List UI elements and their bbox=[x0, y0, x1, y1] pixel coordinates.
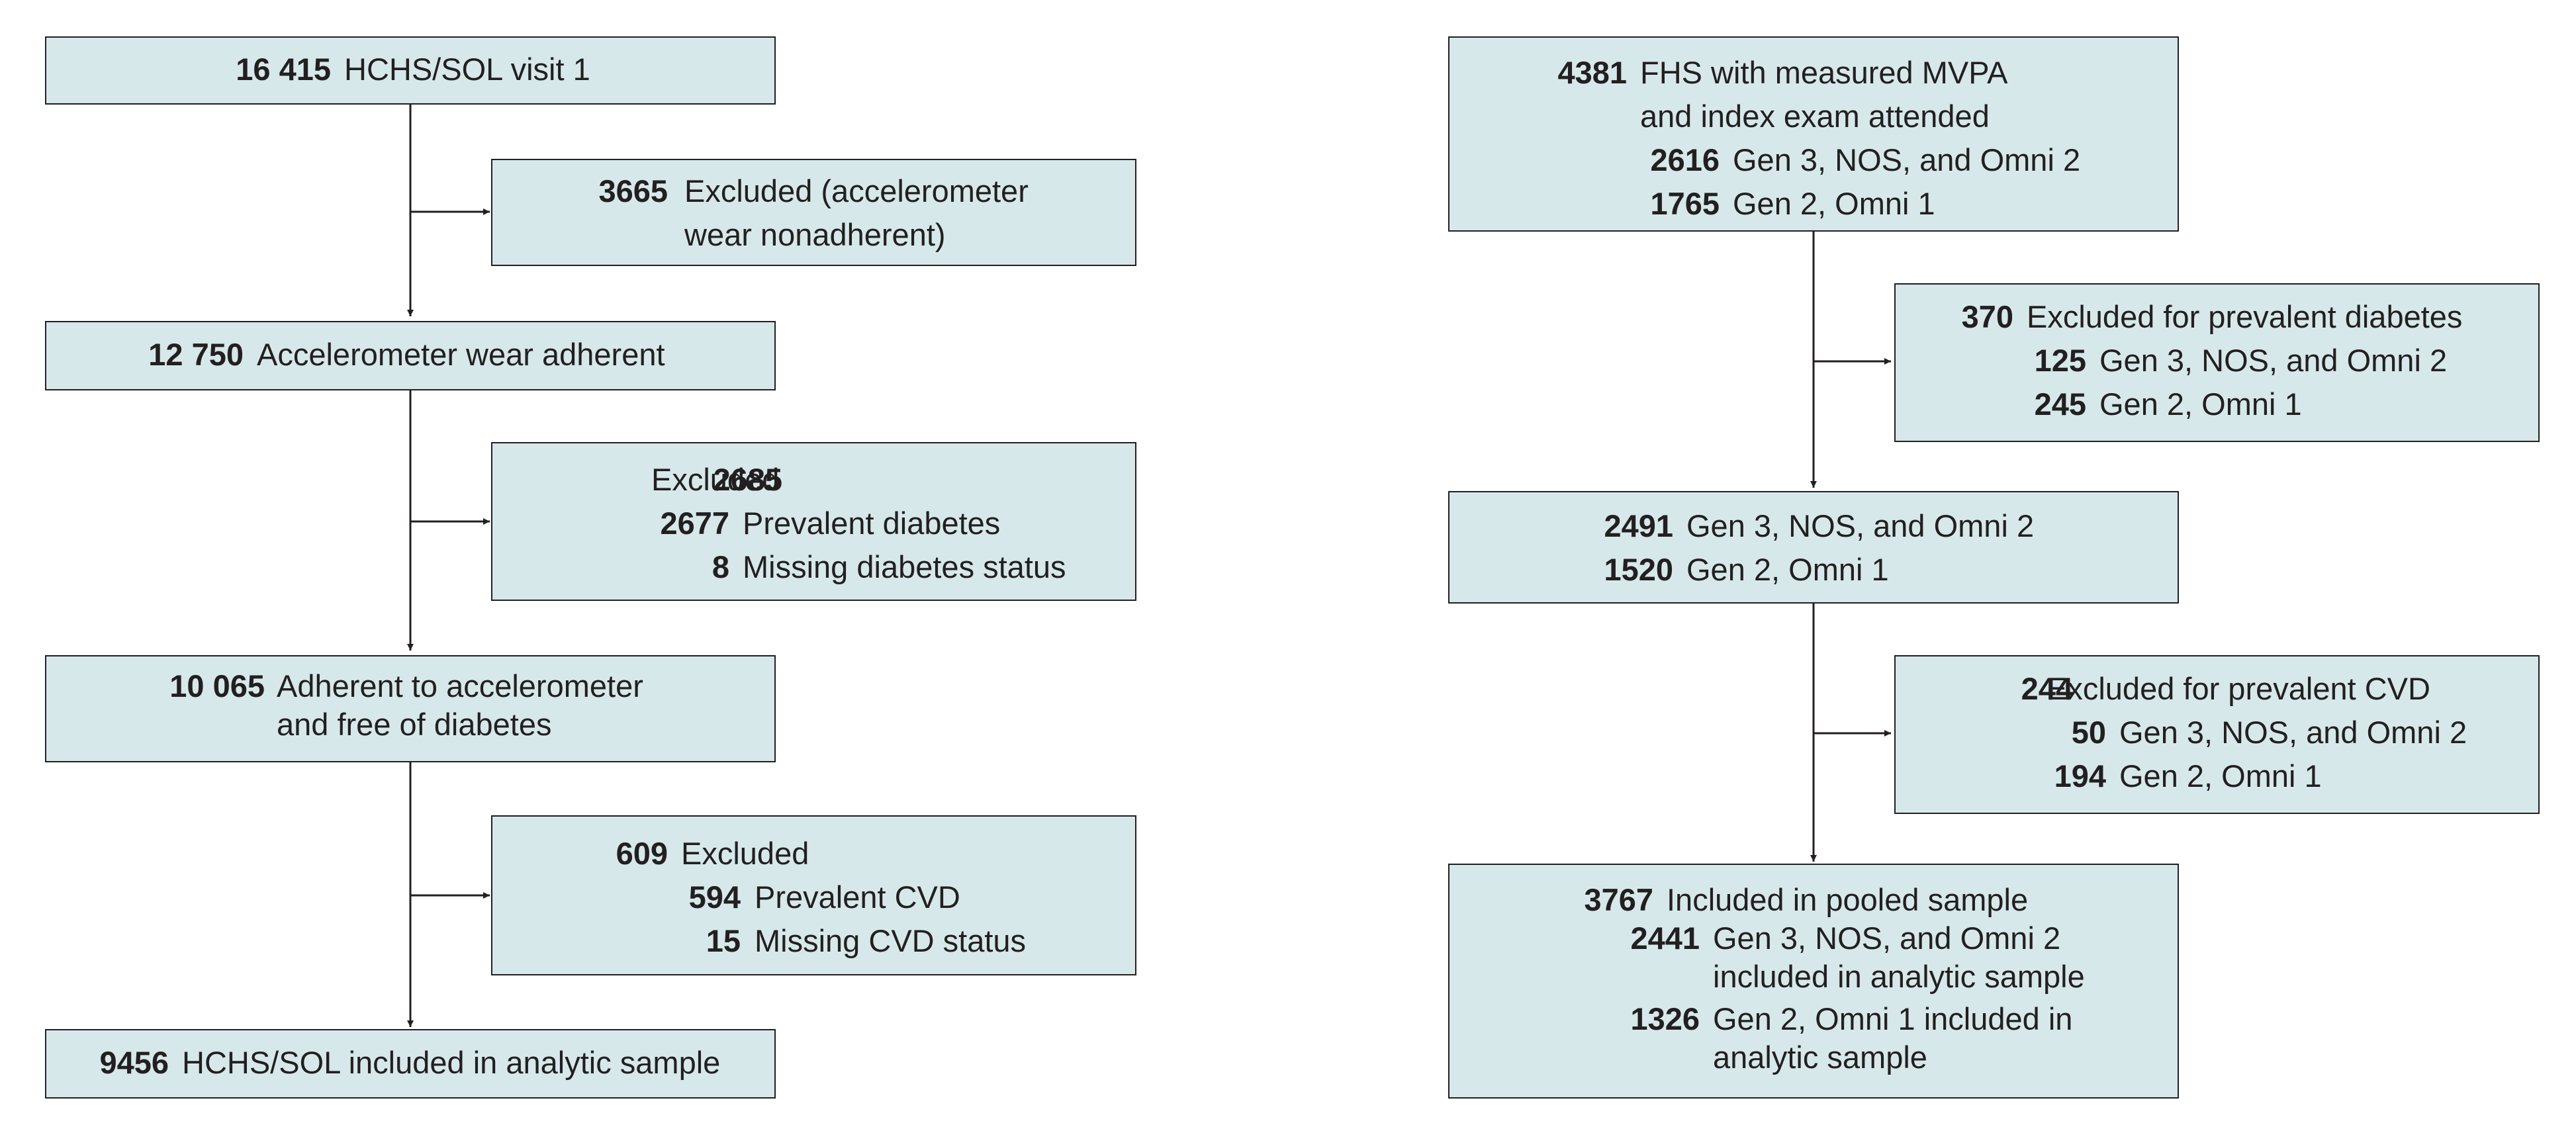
hchs-excluded-diabetes-box: 2685 Excluded 2677 Prevalent diabetes 8 … bbox=[491, 442, 1136, 601]
hchs-final-sample-count: 9456 bbox=[99, 1045, 169, 1080]
fhs-final-gen2-label-line2: analytic sample bbox=[1713, 1040, 1927, 1075]
hchs-prevalent-diabetes-count: 2677 bbox=[660, 506, 729, 541]
fhs-final-gen3-count: 2441 bbox=[1630, 921, 1700, 956]
fhs-excluded-diabetes-gen2-count: 245 bbox=[2034, 386, 2086, 422]
fhs-excluded-cvd-gen3-count: 50 bbox=[2071, 715, 2106, 750]
fhs-start-gen2-count: 1765 bbox=[1650, 186, 1720, 221]
hchs-excluded-cvd-box: 609 Excluded 594 Prevalent CVD 15 Missin… bbox=[491, 815, 1136, 975]
hchs-visit1-count: 16 415 bbox=[236, 52, 331, 87]
fhs-excluded-diabetes-gen3-label: Gen 3, NOS, and Omni 2 bbox=[2099, 343, 2448, 378]
fhs-mid-gen2-count: 1520 bbox=[1604, 552, 1673, 587]
hchs-accelerometer-adherent-count: 12 750 bbox=[148, 337, 244, 372]
fhs-final-gen3-label-line2: included in analytic sample bbox=[1713, 959, 2085, 994]
fhs-start-box: 4381 FHS with measured MVPA and index ex… bbox=[1448, 36, 2179, 232]
hchs-excluded-cvd-label: Excluded bbox=[681, 836, 809, 871]
fhs-mid-gen2-label: Gen 2, Omni 1 bbox=[1686, 552, 1889, 587]
hchs-accelerometer-adherent-label: Accelerometer wear adherent bbox=[257, 337, 665, 372]
fhs-start-count: 4381 bbox=[1557, 55, 1627, 90]
fhs-mid-gen3-label: Gen 3, NOS, and Omni 2 bbox=[1686, 508, 2035, 543]
fhs-mid-gen3-count: 2491 bbox=[1604, 508, 1673, 543]
fhs-excluded-diabetes-gen3-count: 125 bbox=[2034, 343, 2086, 378]
fhs-start-gen2-label: Gen 2, Omni 1 bbox=[1733, 186, 1935, 221]
hchs-excluded-accelerometer-label-line1: Excluded (accelerometer bbox=[684, 173, 1029, 208]
fhs-mid-box: 2491 Gen 3, NOS, and Omni 2 1520 Gen 2, … bbox=[1448, 491, 2179, 604]
fhs-excluded-cvd-count: 244 bbox=[2021, 671, 2073, 706]
fhs-excluded-diabetes-box: 370 Excluded for prevalent diabetes 125 … bbox=[1894, 283, 2540, 442]
fhs-excluded-cvd-gen2-count: 194 bbox=[2054, 758, 2106, 793]
hchs-excluded-accelerometer-box: 3665 Excluded (accelerometer wear nonadh… bbox=[491, 159, 1136, 266]
hchs-missing-diabetes-label: Missing diabetes status bbox=[743, 549, 1066, 584]
hchs-final-sample-box: 9456 HCHS/SOL included in analytic sampl… bbox=[45, 1029, 776, 1099]
fhs-final-count: 3767 bbox=[1584, 882, 1653, 917]
fhs-start-label-line1: FHS with measured MVPA bbox=[1640, 55, 2008, 90]
fhs-final-sample-box: 3767 Included in pooled sample 2441 Gen … bbox=[1448, 864, 2179, 1099]
fhs-excluded-diabetes-label: Excluded for prevalent diabetes bbox=[2027, 299, 2463, 334]
hchs-missing-diabetes-count: 8 bbox=[712, 549, 729, 584]
fhs-excluded-cvd-label: Excluded for prevalent CVD bbox=[2047, 671, 2430, 706]
hchs-excluded-diabetes-label: Excluded bbox=[651, 462, 780, 497]
hchs-prevalent-diabetes-label: Prevalent diabetes bbox=[743, 506, 1001, 541]
fhs-excluded-cvd-gen2-label: Gen 2, Omni 1 bbox=[2119, 758, 2322, 793]
hchs-excluded-accelerometer-label-line2: wear nonadherent) bbox=[684, 217, 946, 252]
hchs-excluded-diabetes-count: 2685 bbox=[713, 462, 782, 497]
fhs-final-label: Included in pooled sample bbox=[1667, 882, 2029, 917]
fhs-final-gen3-label-line1: Gen 3, NOS, and Omni 2 bbox=[1713, 921, 2061, 956]
fhs-start-gen3-count: 2616 bbox=[1650, 142, 1720, 177]
hchs-missing-cvd-label: Missing CVD status bbox=[755, 923, 1027, 958]
fhs-start-label-line2: and index exam attended bbox=[1640, 99, 1990, 134]
hchs-final-sample-label: HCHS/SOL included in analytic sample bbox=[182, 1045, 721, 1080]
hchs-excluded-cvd-count: 609 bbox=[616, 836, 668, 871]
hchs-free-of-diabetes-box: 10 065 Adherent to accelerometer and fre… bbox=[45, 655, 776, 762]
fhs-final-gen2-count: 1326 bbox=[1630, 1001, 1700, 1036]
hchs-free-of-diabetes-label-line1: Adherent to accelerometer bbox=[277, 668, 643, 703]
hchs-prevalent-cvd-label: Prevalent CVD bbox=[755, 879, 960, 915]
fhs-excluded-diabetes-gen2-label: Gen 2, Omni 1 bbox=[2099, 386, 2302, 422]
hchs-accelerometer-adherent-box: 12 750 Accelerometer wear adherent bbox=[45, 321, 776, 390]
hchs-excluded-accelerometer-count: 3665 bbox=[598, 173, 668, 208]
fhs-final-gen2-label-line1: Gen 2, Omni 1 included in bbox=[1713, 1001, 2073, 1036]
hchs-visit1-box: 16 415 HCHS/SOL visit 1 bbox=[45, 36, 776, 105]
hchs-free-of-diabetes-label-line2: and free of diabetes bbox=[277, 707, 552, 742]
fhs-start-gen3-label: Gen 3, NOS, and Omni 2 bbox=[1733, 142, 2081, 177]
hchs-visit1-label: HCHS/SOL visit 1 bbox=[344, 52, 590, 87]
fhs-excluded-cvd-box: 244 Excluded for prevalent CVD 50 Gen 3,… bbox=[1894, 655, 2540, 814]
hchs-missing-cvd-count: 15 bbox=[706, 923, 741, 958]
hchs-free-of-diabetes-count: 10 065 bbox=[169, 668, 265, 703]
hchs-prevalent-cvd-count: 594 bbox=[688, 879, 741, 915]
fhs-excluded-cvd-gen3-label: Gen 3, NOS, and Omni 2 bbox=[2119, 715, 2467, 750]
fhs-excluded-diabetes-count: 370 bbox=[1961, 299, 2013, 334]
